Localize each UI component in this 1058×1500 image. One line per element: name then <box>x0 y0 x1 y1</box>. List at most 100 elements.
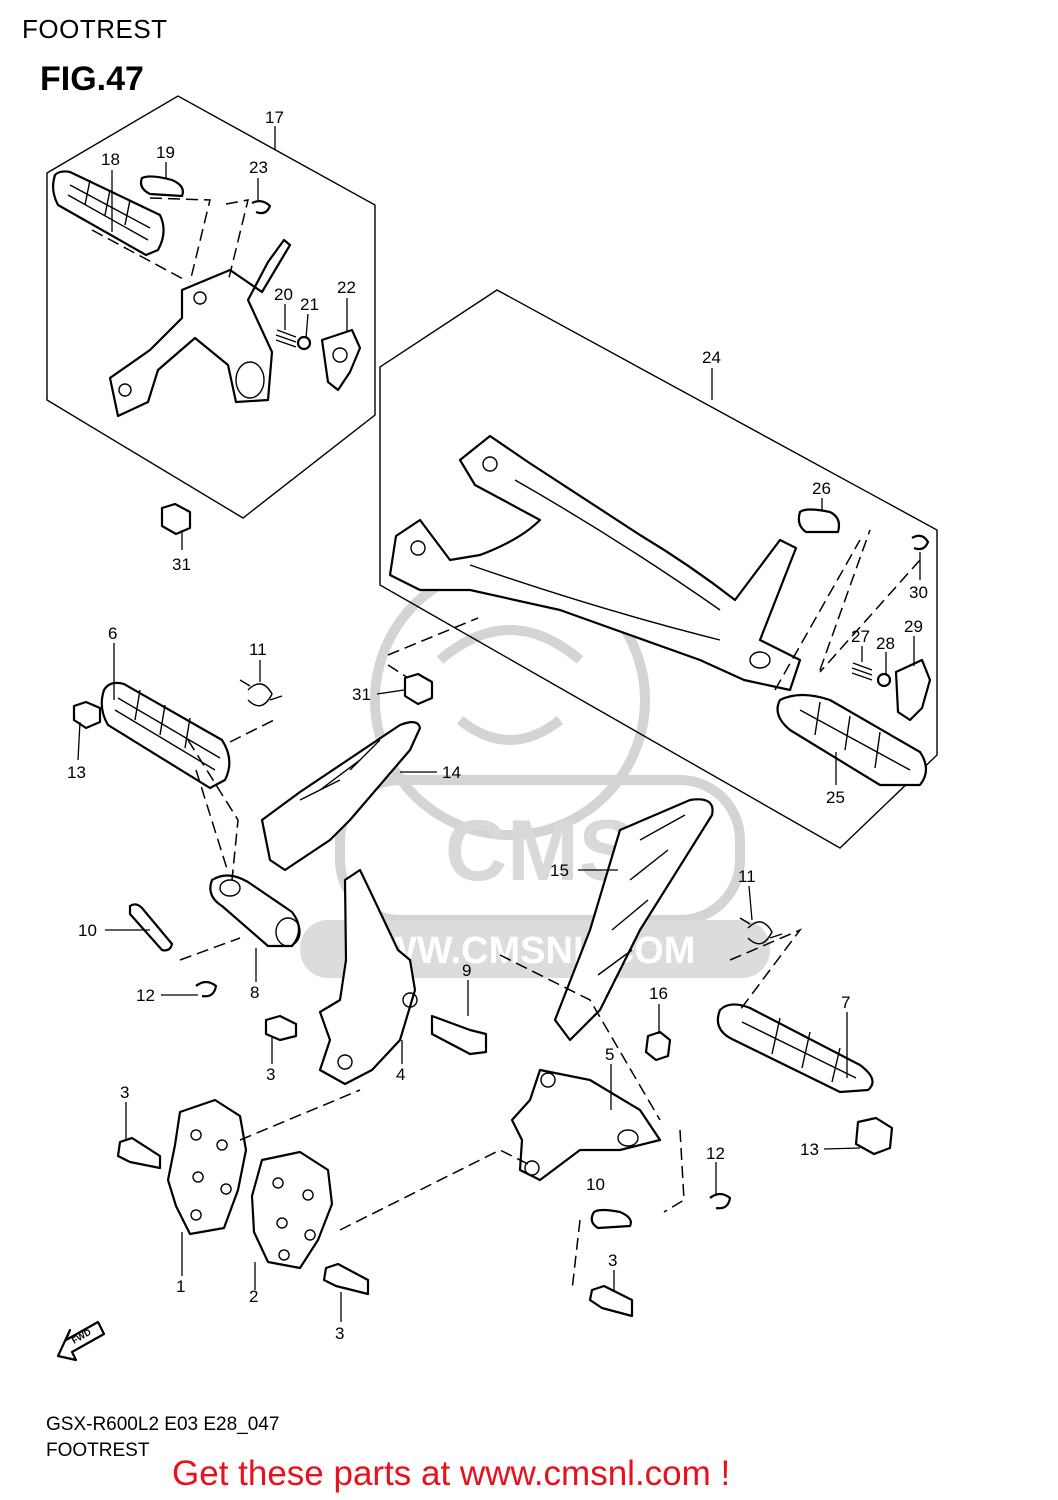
plate-holes-1 <box>190 1129 232 1221</box>
assembly-guides-left <box>179 719 275 961</box>
callout-3-lower: 3 <box>335 1324 344 1343</box>
bracket-bore-24 <box>749 651 771 669</box>
footpeg-knurl-6 <box>114 689 221 771</box>
promo-link[interactable]: Get these parts at www.cmsnl.com ! <box>172 1454 731 1493</box>
callout-13-right: 13 <box>800 1140 819 1159</box>
callout-29: 29 <box>904 617 923 636</box>
callout-22: 22 <box>337 278 356 297</box>
callout-12-right: 12 <box>706 1144 725 1163</box>
watermark-mascot-face <box>436 625 584 745</box>
footpeg-rubber-6 <box>100 681 231 790</box>
footrest-bracket-17 <box>108 238 292 418</box>
assembly-box-24 <box>379 289 938 849</box>
callout-20: 20 <box>274 285 293 304</box>
assembly-box-17 <box>46 95 376 536</box>
pivot-end-8 <box>275 917 301 947</box>
bracket-bore <box>235 361 265 399</box>
callout-4: 4 <box>396 1065 405 1084</box>
callout-12-left: 12 <box>136 986 155 1005</box>
spring-11-left <box>239 679 283 707</box>
plate-holes-2 <box>272 1177 316 1261</box>
footer-section: FOOTREST <box>46 1440 150 1461</box>
callout-11-left: 11 <box>249 640 267 659</box>
callout-27: 27 <box>851 627 870 646</box>
callout-30: 30 <box>909 583 928 602</box>
bracket-hole-4b <box>402 992 418 1008</box>
callout-2: 2 <box>249 1287 258 1306</box>
heel-guard-15 <box>553 798 714 1042</box>
plate-2 <box>250 1150 334 1270</box>
plate-29 <box>894 658 932 722</box>
bracket-hole <box>118 383 132 397</box>
box-outline-17 <box>46 95 376 519</box>
bolt-13-left <box>72 700 102 730</box>
box-outline-24 <box>379 289 938 849</box>
watermark-url-band <box>300 920 770 978</box>
callout-28: 28 <box>876 634 895 653</box>
plate-22 <box>320 328 362 392</box>
rider-footrest-left <box>72 679 301 998</box>
bolt-16 <box>644 1030 672 1062</box>
bracket-hole-24b <box>410 540 426 556</box>
callout-18: 18 <box>101 150 120 169</box>
callout-8: 8 <box>250 983 259 1002</box>
bolt-3-right <box>588 1284 634 1318</box>
callout-6: 6 <box>108 624 117 643</box>
footpeg-knurl-7 <box>741 1017 857 1083</box>
callout-21: 21 <box>300 295 319 314</box>
assembly-guides-24 <box>774 529 921 691</box>
bolt-3-upper <box>264 1014 298 1042</box>
footer-model-code: GSX-R600L2 E03 E28_047 <box>46 1414 280 1435</box>
bolt-13-right <box>854 1116 894 1156</box>
callout-9: 9 <box>462 961 471 980</box>
callout-26: 26 <box>812 479 831 498</box>
bracket-rib-24 <box>469 479 721 641</box>
pin-19 <box>139 175 184 198</box>
callout-3-right: 3 <box>608 1251 617 1270</box>
assembly-guides-plates <box>239 1089 581 1291</box>
bolt-31-upper <box>160 502 192 536</box>
callout-15: 15 <box>550 861 569 880</box>
bracket-hole-5a <box>540 1072 556 1088</box>
callout-3-mid: 3 <box>266 1065 275 1084</box>
callout-24: 24 <box>702 348 721 367</box>
callout-31-upper: 31 <box>172 555 191 574</box>
e-ring-30 <box>911 534 930 551</box>
bolt-9 <box>430 1014 488 1056</box>
callout-7: 7 <box>841 993 850 1012</box>
footrest-pivot-8 <box>209 874 301 948</box>
bracket-hole-upper <box>193 291 207 305</box>
callout-13-left: 13 <box>67 763 86 782</box>
footrest-bracket-5 <box>510 1068 662 1182</box>
assembly-guides-17 <box>91 197 250 283</box>
footpeg-knurl-18 <box>67 179 151 241</box>
bracket-hole-4a <box>337 1054 353 1070</box>
heel-guard-14 <box>260 721 422 872</box>
ball-21 <box>296 335 312 351</box>
callout-labels: 17 18 19 23 20 21 22 31 24 26 30 27 28 2… <box>67 108 928 1343</box>
callout-1: 1 <box>176 1277 185 1296</box>
plate-1 <box>166 1098 248 1236</box>
pivot-bore-8 <box>219 879 241 897</box>
callout-14: 14 <box>442 763 461 782</box>
callout-31-lower: 31 <box>352 685 371 704</box>
bracket-bore-5 <box>617 1129 639 1147</box>
spring-27 <box>851 662 873 681</box>
callout-leaders <box>77 126 921 1322</box>
bolt-3-left <box>116 1136 162 1170</box>
callout-17: 17 <box>265 108 284 127</box>
assembly-guides-right <box>499 928 803 1213</box>
bracket-hole-5b <box>524 1160 540 1176</box>
callout-25: 25 <box>826 788 845 807</box>
figure-title: FIG.47 <box>40 60 144 98</box>
bolt-3-lower <box>322 1262 370 1296</box>
callout-19: 19 <box>156 143 175 162</box>
fwd-arrow-icon: FWD <box>56 1320 106 1362</box>
callout-3-left: 3 <box>120 1083 129 1102</box>
heel-guard-slots-15 <box>597 814 686 976</box>
heel-guard-slots-14 <box>299 739 381 801</box>
guide-31-lower <box>387 617 479 693</box>
pin-10-left <box>128 903 174 952</box>
callout-10-right: 10 <box>586 1175 605 1194</box>
